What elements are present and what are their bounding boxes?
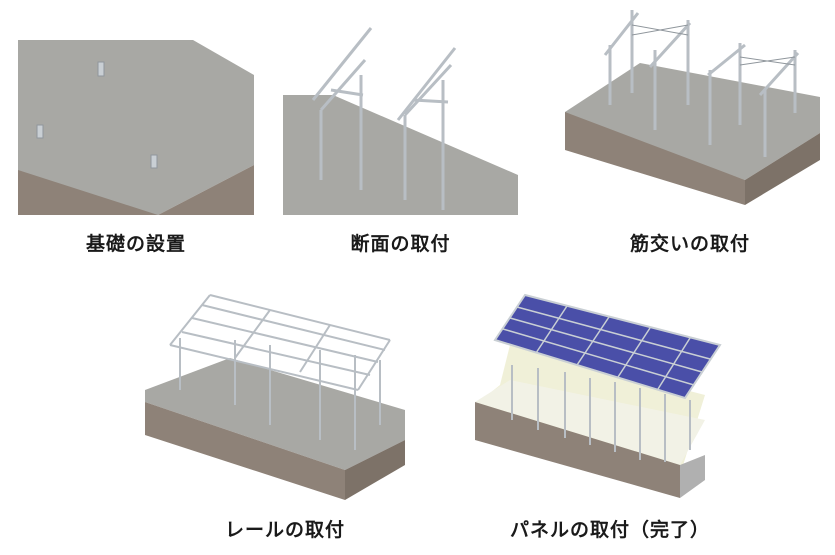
ground-front — [158, 165, 254, 215]
frame-rail — [169, 294, 391, 450]
ground-front — [475, 402, 680, 498]
ground-top — [283, 95, 518, 215]
step-caption: レールの取付 — [224, 519, 345, 541]
foundation-post — [36, 61, 158, 169]
ground-top — [18, 40, 254, 215]
ground-side — [680, 455, 705, 498]
frame-post — [511, 365, 691, 462]
step-caption: 断面の取付 — [350, 233, 451, 255]
step-foundation-illustration — [18, 30, 254, 215]
frame-brace — [603, 10, 800, 157]
ground-top — [565, 63, 820, 180]
step-panel-illustration — [470, 290, 730, 505]
step-caption: 基礎の設置 — [85, 233, 186, 255]
ground-front — [565, 112, 745, 205]
ground-side — [18, 170, 158, 215]
step-brace-illustration — [560, 5, 820, 205]
brace-line — [631, 24, 796, 66]
solar-panel-array — [493, 293, 722, 400]
step-caption: 筋交いの取付 — [629, 233, 750, 255]
ground-top — [145, 358, 405, 470]
ground-side — [745, 133, 820, 205]
step-caption: パネルの取付（完了） — [509, 519, 710, 541]
step-cross-section-illustration — [283, 20, 518, 215]
frame-section — [311, 27, 457, 210]
panel-grid-line — [502, 305, 711, 390]
ground-front — [145, 402, 345, 500]
step-rail-illustration — [140, 290, 430, 500]
ground-side — [345, 440, 405, 500]
